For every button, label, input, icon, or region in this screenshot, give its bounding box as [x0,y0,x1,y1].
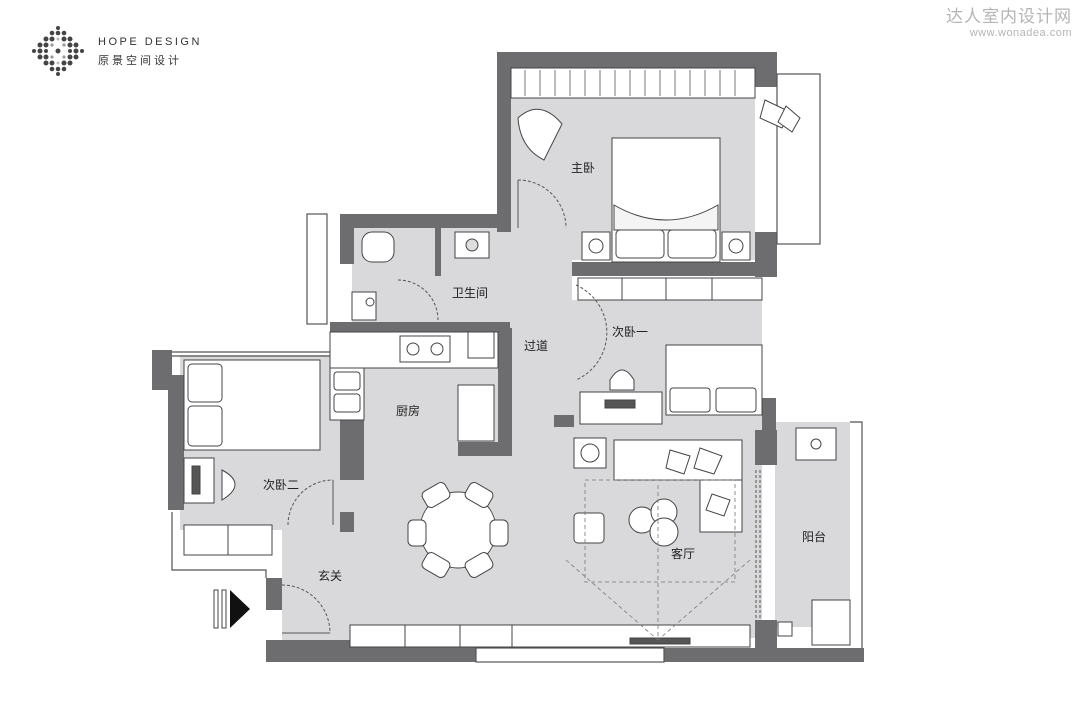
label-bedroom-one: 次卧一 [612,325,648,339]
outlines [171,73,863,663]
brand-mark-icon [32,26,84,76]
door-bath [397,279,439,321]
watermark-title: 达人室内设计网 [946,7,1072,27]
kitchen-fixtures [329,331,499,442]
label-balcony: 阳台 [802,529,826,544]
bath-window-outline [306,213,328,325]
label-kitchen: 厨房 [396,403,420,418]
wall-bed2-right-low [340,512,354,532]
bed2-outline [171,512,267,578]
wall-bottom-right [664,648,864,662]
bed2-chair [221,469,236,501]
dining-chair-3 [407,519,427,547]
coffee-table-3 [649,517,679,547]
wall-bed2-right [340,420,364,480]
walls [152,52,864,662]
dining-chair-5 [421,552,451,578]
shower-tray [351,291,377,321]
living-room-furniture [349,437,751,648]
bed2-pillow-top [187,363,223,403]
label-bedroom-two: 次卧二 [263,478,299,492]
wardrobe-master [510,67,756,99]
wall-bed1-right [762,398,776,430]
wall-master-bottom [572,262,776,276]
wall-living-right-low [755,620,777,650]
master-pillow-left [615,229,665,259]
kitchen-cabinet [467,331,495,359]
dining-chair-6 [464,552,494,578]
label-living-room: 客厅 [671,546,695,561]
dining-set [407,482,509,578]
brand-name-cn: 原景空间设计 [98,54,182,67]
kitchen-sink-2 [333,393,361,413]
wall-bed2-left [168,375,184,510]
wall-bath-left [340,214,354,264]
brand-name-en: HOPE DESIGN [98,36,202,48]
wardrobe-bed1 [577,277,763,301]
watermark: 达人室内设计网 www.wonadea.com [946,2,1072,39]
master-armchair [517,108,563,161]
wall-kitchen-right [498,328,512,456]
ottoman [573,512,605,544]
bed1-pillow-right [715,387,757,413]
cushion-2 [693,447,723,475]
wall-bath-top [340,214,510,228]
dining-chair-1 [421,482,451,508]
brand-logo: HOPE DESIGN 原景空间设计 [28,24,258,80]
wall-bath-bottom [330,322,510,332]
cushion-3 [705,493,731,517]
dining-chair-2 [464,482,494,508]
wall-kitchen-bottom [458,442,512,456]
bed2-pillow-bottom [187,405,223,447]
door-entrance [281,584,331,634]
tv [629,637,691,645]
wall-bed2-topleft [152,350,172,390]
master-balcony-outline [776,73,821,245]
bedroom-two-furniture [183,359,321,556]
living-window [475,647,665,663]
washer [811,599,851,646]
wall-master-top [497,52,777,68]
label-corridor: 过道 [524,339,548,353]
monitor [604,399,636,409]
wall-bed1-bottom [554,415,574,427]
balcony-outline [850,421,863,648]
dining-chair-4 [489,519,509,547]
balcony-chair-2 [777,105,801,133]
entrance-arrow [213,589,250,629]
entrance-arrow-icon [230,590,250,628]
door-master [517,179,567,229]
label-master-bedroom: 主卧 [571,161,595,175]
watermark-url: www.wonadea.com [969,27,1072,39]
cushion-1 [665,449,691,475]
bath-sink [454,231,490,259]
wall-master-left [497,52,511,232]
kitchen-sink-1 [333,371,361,391]
balcony-fixtures [777,427,851,646]
wall-master-right-top [755,52,777,87]
doors [281,179,761,634]
bed1-pillow-left [669,387,711,413]
wall-living-right [755,430,777,465]
label-entrance: 玄关 [318,568,342,583]
bedroom-one-furniture [577,277,763,425]
fridge [457,384,495,442]
toilet [361,231,395,263]
wall-bath-partition [435,228,441,276]
balcony-drain [777,621,793,637]
desk-chair [609,369,635,391]
living-rug-lines [565,479,751,641]
wall-entry-left [266,578,282,610]
label-bathroom: 卫生间 [452,286,488,300]
bathroom-fixtures [351,231,490,321]
master-bedroom-furniture [510,67,801,263]
door-bed1 [575,284,608,381]
door-bed2 [287,479,334,526]
master-pillow-right [667,229,717,259]
